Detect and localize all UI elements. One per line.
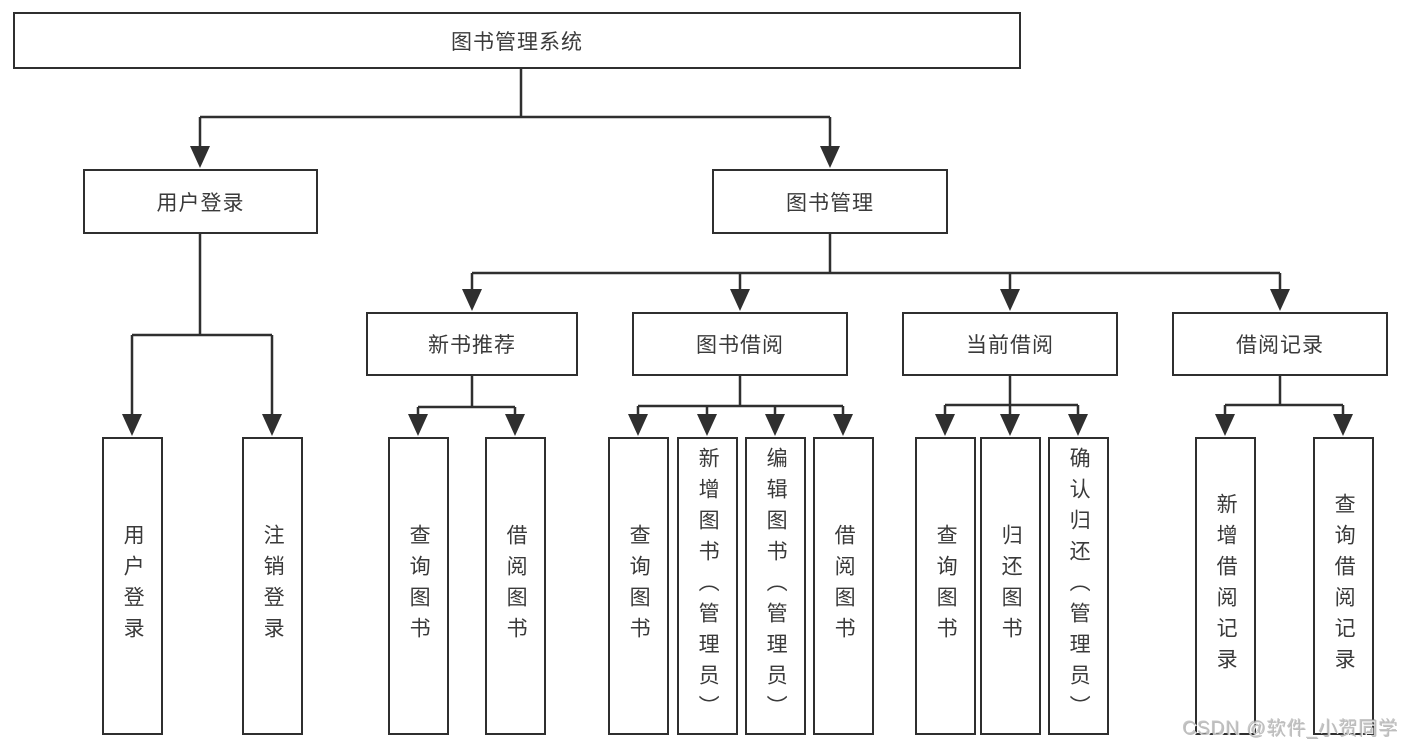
leaf-borrow-books-recommend-label: 借阅图书 <box>504 524 528 648</box>
leaf-confirm-return-admin: 确认归还（管理员） <box>1048 437 1109 735</box>
leaf-query-books-borrow-label: 查询图书 <box>627 524 651 648</box>
leaf-return-books-label: 归还图书 <box>999 524 1023 648</box>
node-book-management-label: 图书管理 <box>786 191 874 215</box>
leaf-borrow-books-borrow-label: 借阅图书 <box>832 524 856 648</box>
leaf-add-books-admin: 新增图书（管理员） <box>677 437 738 735</box>
leaf-query-books-current-label: 查询图书 <box>934 524 958 648</box>
node-book-borrow-label: 图书借阅 <box>696 334 784 357</box>
leaf-query-books-recommend-label: 查询图书 <box>407 524 431 648</box>
node-book-management: 图书管理 <box>712 169 948 234</box>
node-root: 图书管理系统 <box>13 12 1021 69</box>
node-new-book-recommend-label: 新书推荐 <box>428 334 516 357</box>
node-user-login: 用户登录 <box>83 169 318 234</box>
node-new-book-recommend: 新书推荐 <box>366 312 578 376</box>
leaf-return-books: 归还图书 <box>980 437 1041 735</box>
leaf-logout: 注销登录 <box>242 437 303 735</box>
node-current-borrow: 当前借阅 <box>902 312 1118 376</box>
leaf-add-borrow-record: 新增借阅记录 <box>1195 437 1256 735</box>
csdn-watermark: CSDN @软件_小贺同学 <box>1183 719 1399 740</box>
leaf-logout-label: 注销登录 <box>261 524 285 648</box>
leaf-confirm-return-admin-label: 确认归还（管理员） <box>1067 446 1091 726</box>
node-borrow-records-label: 借阅记录 <box>1236 334 1324 357</box>
node-borrow-records: 借阅记录 <box>1172 312 1388 376</box>
leaf-query-books-current: 查询图书 <box>915 437 976 735</box>
node-book-borrow: 图书借阅 <box>632 312 848 376</box>
leaf-edit-books-admin-label: 编辑图书（管理员） <box>764 446 788 726</box>
leaf-add-borrow-record-label: 新增借阅记录 <box>1214 493 1238 679</box>
leaf-borrow-books-recommend: 借阅图书 <box>485 437 546 735</box>
node-root-label: 图书管理系统 <box>451 30 583 54</box>
leaf-query-borrow-record-label: 查询借阅记录 <box>1332 493 1356 679</box>
leaf-query-books-recommend: 查询图书 <box>388 437 449 735</box>
leaf-add-books-admin-label: 新增图书（管理员） <box>696 446 720 726</box>
leaf-borrow-books-borrow: 借阅图书 <box>813 437 874 735</box>
node-current-borrow-label: 当前借阅 <box>966 334 1054 357</box>
leaf-query-borrow-record: 查询借阅记录 <box>1313 437 1374 735</box>
leaf-user-login-label: 用户登录 <box>121 524 145 648</box>
leaf-user-login: 用户登录 <box>102 437 163 735</box>
leaf-query-books-borrow: 查询图书 <box>608 437 669 735</box>
node-user-login-label: 用户登录 <box>156 191 245 215</box>
leaf-edit-books-admin: 编辑图书（管理员） <box>745 437 806 735</box>
